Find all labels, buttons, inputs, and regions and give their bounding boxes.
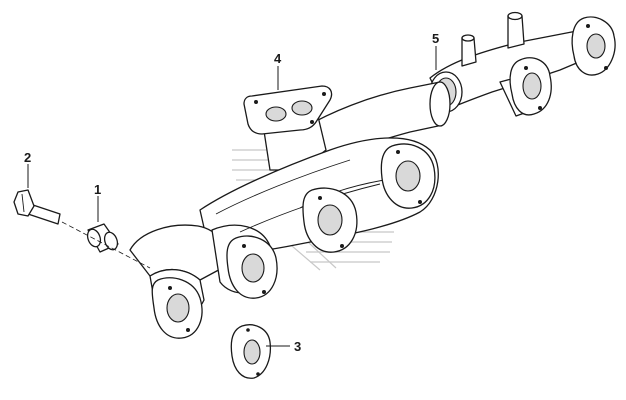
callout-4: 4 <box>274 51 282 66</box>
turbo-gasket <box>243 85 333 135</box>
port-gasket <box>230 324 272 379</box>
callout-3: 3 <box>294 339 301 354</box>
callout-5: 5 <box>432 31 439 46</box>
manifold-front-section <box>129 81 451 339</box>
callout-1: 1 <box>94 182 101 197</box>
manifold-rear-section <box>429 11 616 117</box>
bolt <box>13 189 61 225</box>
spacer-sleeve <box>86 223 119 253</box>
callout-2: 2 <box>24 150 31 165</box>
assembly-line <box>61 221 151 269</box>
